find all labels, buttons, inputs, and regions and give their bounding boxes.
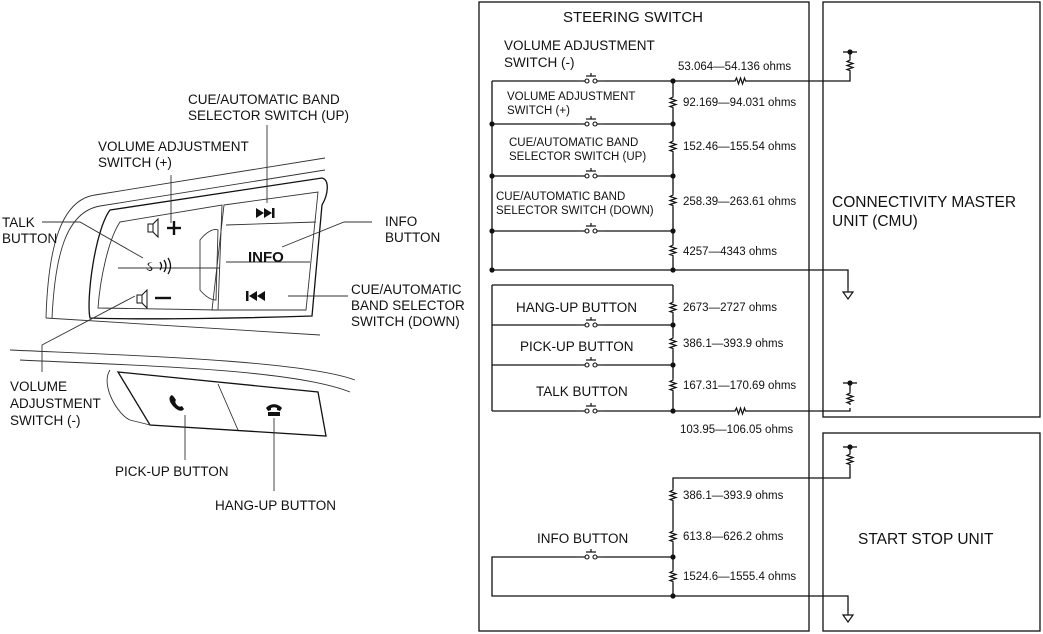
start-stop-label: START STOP UNIT <box>858 531 994 548</box>
resistance-r5: 4257—4343 ohms <box>683 246 777 258</box>
cmu-box <box>822 1 1041 418</box>
next-track-icon <box>256 208 275 218</box>
label-talk: TALK BUTTON <box>2 215 57 246</box>
upper-circuit <box>489 49 857 300</box>
volume-plus-icon <box>147 217 181 239</box>
sw-label-pickup: PICK-UP BUTTON <box>520 339 634 354</box>
label-cue-down-line2: BAND SELECTOR <box>351 298 465 313</box>
sw-label-hangup: HANG-UP BUTTON <box>516 300 637 315</box>
info-circuit <box>491 444 857 623</box>
info-key-label: INFO <box>248 249 284 266</box>
sw-label-volume-plus: VOLUME ADJUSTMENT SWITCH (+) <box>507 91 638 117</box>
resistance-r9: 103.95—106.05 ohms <box>680 424 793 436</box>
sw-label-cue-up-line2: SELECTOR SWITCH (UP) <box>509 151 646 163</box>
label-volume-plus-line2: SWITCH (+) <box>98 155 172 170</box>
steering-switch-box <box>478 1 810 632</box>
resistance-r4: 258.39—263.61 ohms <box>683 196 796 208</box>
sw-label-volume-minus-line2: SWITCH (-) <box>504 55 574 70</box>
sw-label-volume-plus-line1: VOLUME ADJUSTMENT <box>507 91 635 103</box>
label-cue-down: CUE/AUTOMATIC BAND SELECTOR SWITCH (DOWN… <box>351 282 469 329</box>
hangup-phone-icon <box>266 404 282 416</box>
sw-label-volume-minus-line1: VOLUME ADJUSTMENT <box>504 38 655 53</box>
sw-label-cue-up: CUE/AUTOMATIC BAND SELECTOR SWITCH (UP) <box>509 137 646 163</box>
sw-label-talk: TALK BUTTON <box>536 384 628 399</box>
sw-label-cue-down: CUE/AUTOMATIC BAND SELECTOR SWITCH (DOWN… <box>496 191 654 217</box>
phone-pod-outline <box>116 371 327 437</box>
resistance-r7: 386.1—393.9 ohms <box>683 338 784 350</box>
volume-minus-icon <box>136 288 171 310</box>
svg-text:ઽ: ઽ <box>146 258 153 274</box>
label-volume-minus-line2: ADJUSTMENT <box>10 396 101 411</box>
label-volume-plus-line1: VOLUME ADJUSTMENT <box>98 139 249 154</box>
cmu-label: CONNECTIVITY MASTER UNIT (CMU) <box>832 194 1020 230</box>
sw-label-info: INFO BUTTON <box>537 531 628 546</box>
lower-circuit <box>491 284 857 415</box>
resistance-r2: 92.169—94.031 ohms <box>683 97 796 109</box>
resistance-r8: 167.31—170.69 ohms <box>683 380 796 392</box>
label-hangup: HANG-UP BUTTON <box>215 498 336 513</box>
resistance-r1: 53.064—54.136 ohms <box>678 61 791 73</box>
label-volume-minus: VOLUME ADJUSTMENT SWITCH (-) <box>10 379 104 428</box>
sw-label-volume-minus: VOLUME ADJUSTMENT SWITCH (-) <box>504 38 658 70</box>
cmu-label-line2: UNIT (CMU) <box>832 213 918 230</box>
label-talk-line2: BUTTON <box>2 231 57 246</box>
label-cue-down-line3: SWITCH (DOWN) <box>351 314 460 329</box>
label-cue-up-line2: SELECTOR SWITCH (UP) <box>188 108 349 123</box>
label-cue-down-line1: CUE/AUTOMATIC <box>351 282 462 297</box>
resistance-r12: 1524.6—1555.4 ohms <box>683 571 796 583</box>
label-info-line2: BUTTON <box>385 230 440 245</box>
resistance-r6: 2673—2727 ohms <box>683 302 777 314</box>
sw-label-cue-down-line2: SELECTOR SWITCH (DOWN) <box>496 205 654 217</box>
talk-icon: ઽ <box>146 257 172 275</box>
sw-label-volume-plus-line2: SWITCH (+) <box>507 105 570 117</box>
label-cue-up: CUE/AUTOMATIC BAND SELECTOR SWITCH (UP) <box>188 92 349 123</box>
sw-label-cue-down-line1: CUE/AUTOMATIC BAND <box>496 191 625 203</box>
sw-label-cue-up-line1: CUE/AUTOMATIC BAND <box>509 137 638 149</box>
previous-track-icon <box>246 291 265 301</box>
label-talk-line1: TALK <box>2 215 35 230</box>
label-volume-plus: VOLUME ADJUSTMENT SWITCH (+) <box>98 139 252 170</box>
resistance-r10: 386.1—393.9 ohms <box>683 490 784 502</box>
label-info-line1: INFO <box>385 214 417 229</box>
steering-switch-illustration: ઽ INFO <box>9 157 356 437</box>
label-info: INFO BUTTON <box>385 214 440 245</box>
label-volume-minus-line1: VOLUME <box>10 379 67 394</box>
pickup-phone-icon <box>169 395 184 411</box>
leader-lines <box>41 125 372 491</box>
resistance-r3: 152.46—155.54 ohms <box>683 141 796 153</box>
label-pickup: PICK-UP BUTTON <box>115 464 229 479</box>
resistance-r11: 613.8—626.2 ohms <box>683 531 784 543</box>
label-volume-minus-line3: SWITCH (-) <box>10 413 80 428</box>
button-pod-outline <box>88 177 328 320</box>
cmu-label-line1: CONNECTIVITY MASTER <box>832 194 1016 211</box>
steering-switch-title: STEERING SWITCH <box>563 9 703 26</box>
label-cue-up-line1: CUE/AUTOMATIC BAND <box>188 92 340 107</box>
start-stop-box <box>822 432 1041 632</box>
